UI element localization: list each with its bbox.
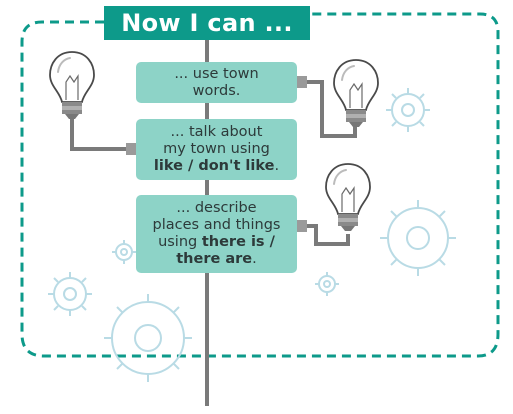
item-punctuation: .: [274, 158, 280, 174]
gear-icon: [104, 294, 192, 382]
connector-plug: [126, 143, 138, 155]
item-bold-text: there are: [176, 251, 253, 267]
gear-icon: [315, 272, 339, 296]
item-text: ... use town: [174, 65, 259, 82]
item-text: using there is /: [158, 234, 275, 251]
gear-icon: [112, 240, 136, 264]
item-text: ... describe: [176, 200, 257, 216]
item-text: ... talk about: [170, 124, 263, 140]
can-do-item-town-words: ... use town words.: [136, 62, 297, 103]
lightbulb-icon: [325, 163, 371, 232]
connector-right-bottom: [297, 224, 350, 246]
item-text: like / don't like.: [154, 158, 279, 175]
item-bold-text: there is /: [201, 234, 275, 250]
item-bold-text: like / don't like: [153, 158, 275, 174]
lightbulb-icon: [49, 51, 95, 120]
lightbulb-icon: [333, 59, 379, 128]
connector-right-top: [297, 80, 357, 138]
item-punctuation: .: [252, 251, 257, 267]
item-text: words.: [192, 82, 241, 99]
item-text: my town using: [163, 141, 270, 157]
connector-left: [70, 115, 136, 151]
item-text-prefix: using: [158, 234, 202, 250]
item-text: there are.: [176, 251, 257, 268]
dashed-frame: [20, 12, 500, 358]
gear-icon: [386, 88, 430, 132]
can-do-item-talk-about-town: ... talk about my town using like / don'…: [136, 119, 297, 180]
gear-icon: [48, 272, 92, 316]
connector-plug: [295, 76, 307, 88]
item-text: places and things: [152, 217, 281, 233]
can-do-item-describe-places: ... describe places and things using the…: [136, 195, 297, 273]
gear-icon: [380, 200, 456, 276]
connector-plug: [295, 220, 307, 232]
page-title: Now I can ...: [104, 6, 310, 40]
